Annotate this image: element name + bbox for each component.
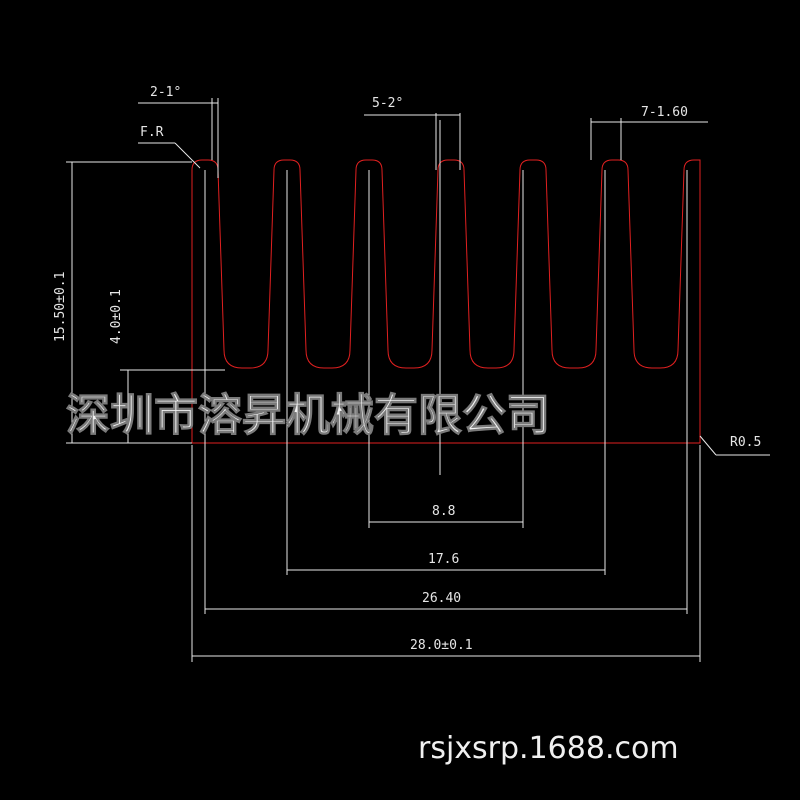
dimension-lines — [66, 102, 770, 657]
corner-radius-label: R0.5 — [730, 435, 761, 450]
fin-taper-label: 2-1° — [150, 85, 181, 100]
website-label: rsjxsrp.1688.com — [418, 731, 679, 766]
mid-taper-label: 5-2° — [372, 96, 403, 111]
company-watermark: 深圳市溶昇机械有限公司 — [66, 390, 550, 441]
height-total-label: 15.50±0.1 — [53, 272, 68, 342]
heatsink-profile — [191, 159, 701, 444]
width-mid-label: 17.6 — [428, 552, 459, 567]
fin-pitch-label: 7-1.60 — [641, 105, 688, 120]
fin-radius-label: F.R — [140, 125, 164, 140]
width-inner-label: 8.8 — [432, 504, 455, 519]
extension-lines — [191, 98, 701, 662]
width-total-label: 28.0±0.1 — [410, 638, 473, 653]
width-fins-label: 26.40 — [422, 591, 461, 606]
base-height-label: 4.0±0.1 — [109, 289, 124, 344]
